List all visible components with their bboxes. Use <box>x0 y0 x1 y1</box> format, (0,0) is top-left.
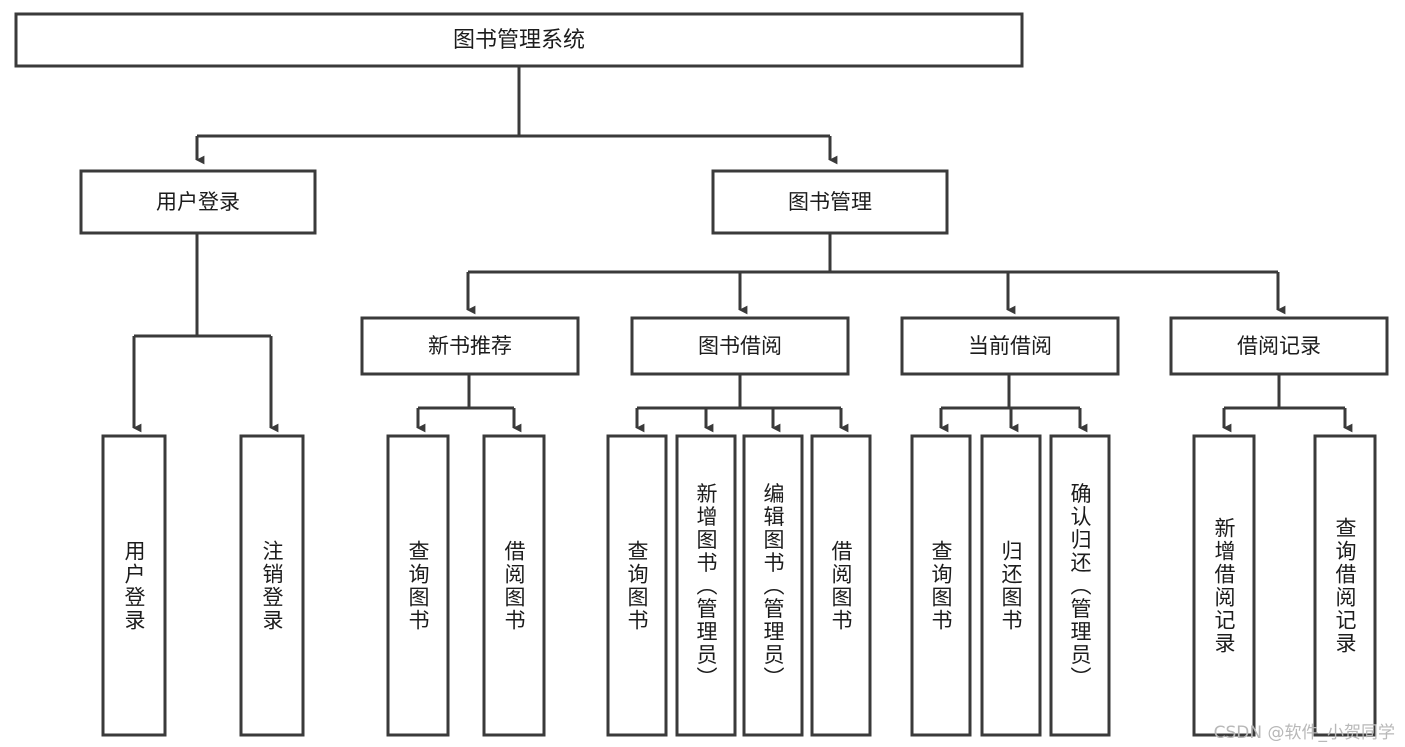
node-book-borrow[interactable]: 图书借阅 <box>630 316 850 376</box>
node-user-login[interactable]: 用户登录 <box>79 169 317 235</box>
node-root-label: 图书管理系统 <box>453 28 585 53</box>
node-leaf-add-book[interactable]: 新增图书（管理员） <box>675 434 737 737</box>
node-leaf-query-book-2-label: 查询图书 <box>625 540 649 632</box>
node-leaf-borrow-book-2-box[interactable] <box>810 434 872 737</box>
node-current-borrow-box[interactable] <box>900 316 1120 376</box>
node-book-manage[interactable]: 图书管理 <box>711 169 949 235</box>
node-leaf-return-book-box[interactable] <box>980 434 1042 737</box>
connector-group-borrow-record <box>1222 374 1353 433</box>
node-leaf-borrow-book-2[interactable]: 借阅图书 <box>810 434 872 737</box>
node-new-book-recommend-label: 新书推荐 <box>428 334 512 358</box>
node-book-borrow-label: 图书借阅 <box>698 334 782 358</box>
node-leaf-query-book-3[interactable]: 查询图书 <box>910 434 972 737</box>
node-leaf-query-record[interactable]: 查询借阅记录 <box>1313 434 1377 737</box>
node-leaf-add-record[interactable]: 新增借阅记录 <box>1192 434 1256 737</box>
node-user-login-box[interactable] <box>79 169 317 235</box>
connector-group-root <box>195 66 838 165</box>
node-leaf-query-book-2[interactable]: 查询图书 <box>606 434 668 737</box>
connector-group-new-book-recommend <box>416 374 522 433</box>
connector-group-book-borrow <box>635 374 849 433</box>
node-leaf-logout-login-label: 注销登录 <box>260 540 284 632</box>
node-leaf-logout-login[interactable]: 注销登录 <box>239 434 305 737</box>
node-leaf-edit-book-box[interactable] <box>742 434 804 737</box>
node-book-manage-box[interactable] <box>711 169 949 235</box>
node-leaf-query-book-2-box[interactable] <box>606 434 668 737</box>
node-leaf-borrow-book-1-label: 借阅图书 <box>502 540 526 632</box>
node-leaf-user-login-box[interactable] <box>101 434 167 737</box>
node-borrow-record[interactable]: 借阅记录 <box>1169 316 1389 376</box>
node-leaf-query-book-1-label: 查询图书 <box>406 540 430 632</box>
connector-group-user-login <box>132 233 279 433</box>
node-leaf-confirm-return-box[interactable] <box>1049 434 1111 737</box>
node-leaf-query-book-3-label: 查询图书 <box>929 540 953 632</box>
node-leaf-query-record-box[interactable] <box>1313 434 1377 737</box>
node-leaf-edit-book[interactable]: 编辑图书（管理员） <box>742 434 804 737</box>
node-leaf-add-record-label: 新增借阅记录 <box>1212 517 1236 655</box>
node-root[interactable]: 图书管理系统 <box>14 12 1024 68</box>
node-leaf-add-book-label: 新增图书（管理员） <box>694 483 718 690</box>
node-leaf-user-login-label: 用户登录 <box>122 540 146 632</box>
node-current-borrow-label: 当前借阅 <box>968 334 1052 358</box>
node-leaf-borrow-book-1[interactable]: 借阅图书 <box>482 434 546 737</box>
node-leaf-return-book[interactable]: 归还图书 <box>980 434 1042 737</box>
node-leaf-add-record-box[interactable] <box>1192 434 1256 737</box>
node-new-book-recommend-box[interactable] <box>360 316 580 376</box>
node-book-manage-label: 图书管理 <box>788 190 872 214</box>
node-root-box[interactable] <box>14 12 1024 68</box>
node-leaf-borrow-book-2-label: 借阅图书 <box>829 540 853 632</box>
node-leaf-logout-login-box[interactable] <box>239 434 305 737</box>
node-leaf-query-book-3-box[interactable] <box>910 434 972 737</box>
node-borrow-record-label: 借阅记录 <box>1237 334 1321 358</box>
node-leaf-return-book-label: 归还图书 <box>999 540 1023 632</box>
node-leaf-query-book-1-box[interactable] <box>386 434 450 737</box>
node-leaf-add-book-box[interactable] <box>675 434 737 737</box>
node-leaf-confirm-return-label: 确认归还（管理员） <box>1068 483 1092 690</box>
node-leaf-edit-book-label: 编辑图书（管理员） <box>761 483 785 690</box>
node-leaf-borrow-book-1-box[interactable] <box>482 434 546 737</box>
node-new-book-recommend[interactable]: 新书推荐 <box>360 316 580 376</box>
node-book-borrow-box[interactable] <box>630 316 850 376</box>
node-leaf-query-record-label: 查询借阅记录 <box>1333 517 1357 655</box>
node-leaf-user-login[interactable]: 用户登录 <box>101 434 167 737</box>
node-leaf-confirm-return[interactable]: 确认归还（管理员） <box>1049 434 1111 737</box>
connector-group-book-manage <box>466 233 1286 315</box>
node-current-borrow[interactable]: 当前借阅 <box>900 316 1120 376</box>
connector-group-current-borrow <box>939 374 1088 433</box>
node-borrow-record-box[interactable] <box>1169 316 1389 376</box>
node-leaf-query-book-1[interactable]: 查询图书 <box>386 434 450 737</box>
node-user-login-label: 用户登录 <box>156 190 240 214</box>
